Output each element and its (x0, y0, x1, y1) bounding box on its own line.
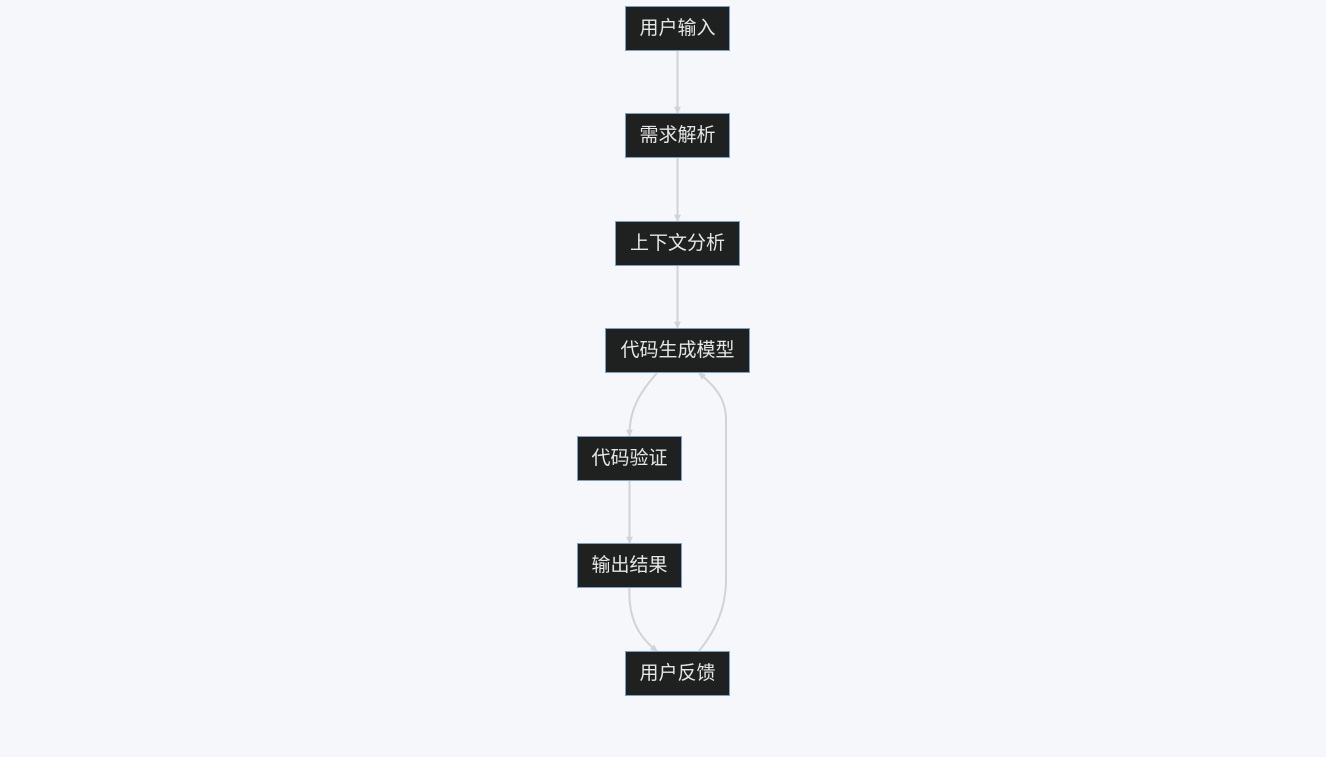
node-label: 代码验证 (591, 447, 668, 469)
edge-output-to-feedback (628, 587, 658, 652)
node-code-generation-model[interactable]: 代码生成模型 (605, 328, 750, 373)
node-label: 需求解析 (639, 124, 716, 146)
node-user-feedback[interactable]: 用户反馈 (625, 651, 730, 696)
edge-model-to-verify (625, 372, 658, 437)
node-label: 输出结果 (591, 554, 668, 576)
node-requirement-parsing[interactable]: 需求解析 (625, 113, 730, 158)
node-user-input[interactable]: 用户输入 (625, 6, 730, 51)
node-label: 用户输入 (639, 17, 716, 39)
edge-feedback-to-model (698, 372, 727, 652)
node-code-verification[interactable]: 代码验证 (577, 436, 682, 481)
node-label: 用户反馈 (639, 662, 716, 684)
node-output-result[interactable]: 输出结果 (577, 543, 682, 588)
node-label: 上下文分析 (629, 232, 725, 254)
node-label: 代码生成模型 (620, 339, 735, 361)
node-context-analysis[interactable]: 上下文分析 (615, 221, 740, 266)
